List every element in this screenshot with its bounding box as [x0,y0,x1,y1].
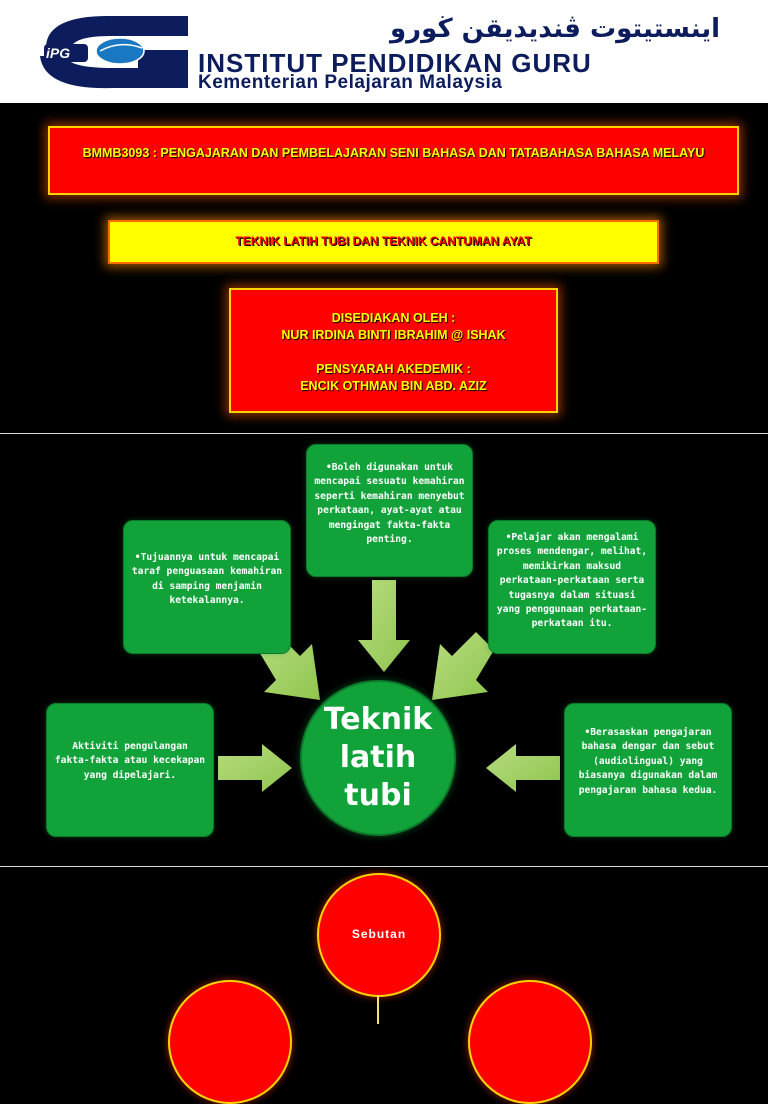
lecturer-label: PENSYARAH AKEDEMIK : [316,362,471,376]
info-box-left: Aktiviti pengulangan fakta-fakta atau ke… [46,703,214,837]
info-box-top-text: •Boleh digunakan untuk mencapai sesuatu … [314,462,465,546]
info-box-upper-left: •Tujuannya untuk mencapai taraf penguasa… [123,520,291,654]
circle-bottom-left [168,980,292,1104]
header-jawi-text: اينستيتوت ڤنديديقن ڬورو [390,14,720,44]
info-box-left-text: Aktiviti pengulangan fakta-fakta atau ke… [54,741,206,781]
lecturer-name: ENCIK OTHMAN BIN ABD. AZIZ [300,379,487,393]
info-box-upper-right-text: •Pelajar akan mengalami proses mendengar… [496,532,648,630]
info-box-upper-right: •Pelajar akan mengalami proses mendengar… [488,520,656,654]
circle-bottom-right [468,980,592,1104]
course-title-box: BMMB3093 : PENGAJARAN DAN PEMBELAJARAN S… [48,126,739,195]
topic-title: TEKNIK LATIH TUBI DAN TEKNIK CANTUMAN AY… [235,234,532,248]
center-topic-text: Teknik latih tubi [323,702,433,813]
prepared-by-label: DISEDIAKAN OLEH : [331,311,456,325]
info-box-top: •Boleh digunakan untuk mencapai sesuatu … [306,444,473,577]
author-box: DISEDIAKAN OLEH : NUR IRDINA BINTI IBRAH… [229,288,558,413]
header-subtitle: Kementerian Pelajaran Malaysia [198,72,503,93]
info-box-right-text: •Berasaskan pengajaran bahasa dengar dan… [578,727,718,796]
center-topic-circle: Teknik latih tubi [300,680,456,836]
topic-box: TEKNIK LATIH TUBI DAN TEKNIK CANTUMAN AY… [108,220,659,264]
svg-text:iPG: iPG [46,45,70,61]
info-box-right: •Berasaskan pengajaran bahasa dengar dan… [564,703,732,837]
info-box-upper-left-text: •Tujuannya untuk mencapai taraf penguasa… [131,552,283,607]
ipg-logo-icon: iPG [40,16,188,89]
circle-sebutan: Sebutan [317,873,441,997]
slide-divider-2 [0,866,768,867]
slide-divider-1 [0,433,768,434]
header-title: INSTITUT PENDIDIKAN GURU [198,48,592,78]
prepared-by-name: NUR IRDINA BINTI IBRAHIM @ ISHAK [281,328,506,342]
connector-line [377,995,379,1024]
circle-sebutan-label: Sebutan [351,927,407,941]
header-banner: iPG اينستيتوت ڤنديديقن ڬورو INSTITUT PEN… [0,0,768,103]
course-title: BMMB3093 : PENGAJARAN DAN PEMBELAJARAN S… [82,146,705,160]
